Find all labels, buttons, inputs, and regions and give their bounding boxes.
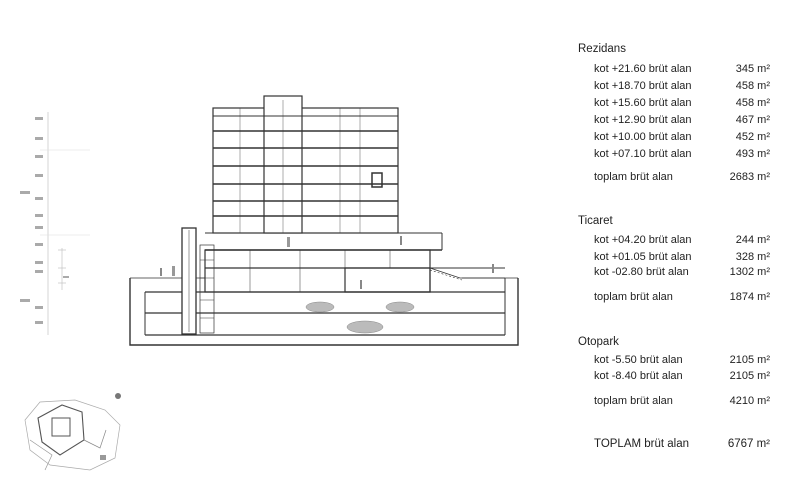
site-plan <box>24 393 121 471</box>
section-title-otopark: Otopark <box>578 336 619 348</box>
elevation-ruler <box>20 112 90 335</box>
section-title-rezidans: Rezidans <box>578 43 626 55</box>
building-section <box>129 95 519 346</box>
section-title-ticaret: Ticaret <box>578 215 613 227</box>
